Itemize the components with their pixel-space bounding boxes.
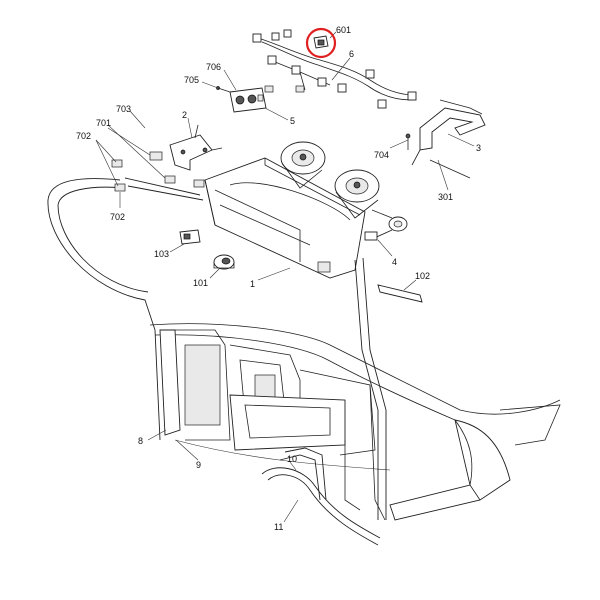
callout-9[interactable]: 9 — [196, 460, 201, 470]
callout-5[interactable]: 5 — [290, 116, 295, 126]
callout-10[interactable]: 10 — [287, 454, 297, 464]
callout-705[interactable]: 705 — [184, 75, 199, 85]
callout-8[interactable]: 8 — [138, 436, 143, 446]
hvac-housing — [204, 157, 366, 279]
callout-702-top[interactable]: 702 — [76, 131, 91, 141]
small-parts — [179, 229, 235, 270]
callout-706[interactable]: 706 — [206, 62, 221, 72]
wiring-harness — [252, 29, 417, 109]
callout-4[interactable]: 4 — [392, 257, 397, 267]
highlight-circle — [305, 27, 337, 59]
callout-3[interactable]: 3 — [476, 143, 481, 153]
callout-702-bottom[interactable]: 702 — [110, 212, 125, 222]
callout-601[interactable]: 601 — [336, 25, 351, 35]
control-panel — [216, 85, 274, 113]
callout-704[interactable]: 704 — [374, 150, 389, 160]
cab-frame — [149, 323, 561, 521]
callout-11[interactable]: 11 — [274, 522, 283, 532]
callout-701[interactable]: 701 — [96, 118, 111, 128]
bracket-3 — [405, 99, 486, 179]
callout-103[interactable]: 103 — [154, 249, 169, 259]
part-102-strip — [377, 284, 423, 303]
callout-labels: 601 6 706 705 5 703 2 701 702 702 704 3 … — [76, 25, 481, 532]
callout-2[interactable]: 2 — [182, 110, 187, 120]
callout-101[interactable]: 101 — [193, 278, 208, 288]
callout-102[interactable]: 102 — [415, 271, 430, 281]
callout-1[interactable]: 1 — [250, 279, 255, 289]
callout-301[interactable]: 301 — [438, 192, 453, 202]
hoses — [47, 177, 393, 546]
callout-703[interactable]: 703 — [116, 104, 131, 114]
blower-fans — [280, 141, 408, 232]
bracket-assembly — [111, 124, 223, 192]
callout-6[interactable]: 6 — [349, 49, 354, 59]
